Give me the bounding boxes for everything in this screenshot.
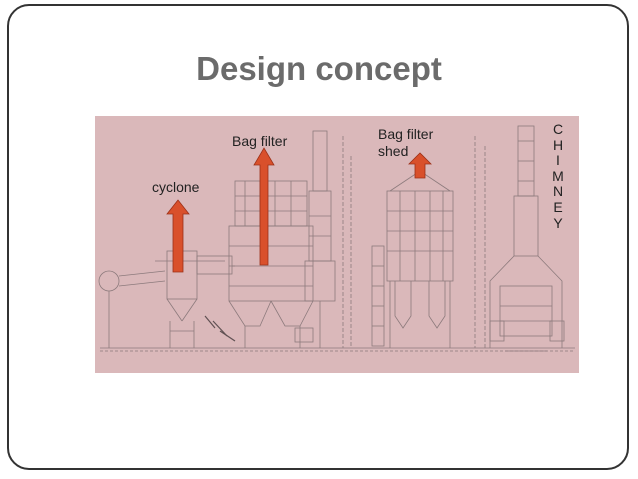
bag-filter-arrow-icon bbox=[253, 147, 275, 266]
chimney-letter: C bbox=[552, 121, 564, 137]
arrows-layer bbox=[166, 147, 432, 273]
chimney-letter: H bbox=[552, 136, 564, 153]
chimney-letter: M bbox=[552, 167, 564, 184]
bag-filter-label: Bag filter bbox=[232, 133, 288, 149]
bag-filter-shed-label: Bag filter shed bbox=[378, 126, 433, 160]
chimney-letter: E bbox=[553, 198, 563, 215]
chimney-letter: Y bbox=[553, 214, 563, 231]
slide-title: Design concept bbox=[196, 50, 442, 87]
chimney-label: C H I M N E Y bbox=[546, 121, 570, 231]
cyclone-arrow-icon bbox=[166, 199, 190, 273]
chimney-letter: I bbox=[556, 152, 560, 169]
engineering-drawing bbox=[95, 116, 579, 373]
bag-filter-shed-arrow-icon bbox=[408, 152, 432, 179]
bag-filter-shed-label-line2: shed bbox=[378, 143, 409, 159]
chimney-letter: N bbox=[552, 183, 564, 200]
bag-filter-shed-label-line1: Bag filter bbox=[378, 126, 434, 142]
cyclone-label: cyclone bbox=[152, 179, 200, 195]
